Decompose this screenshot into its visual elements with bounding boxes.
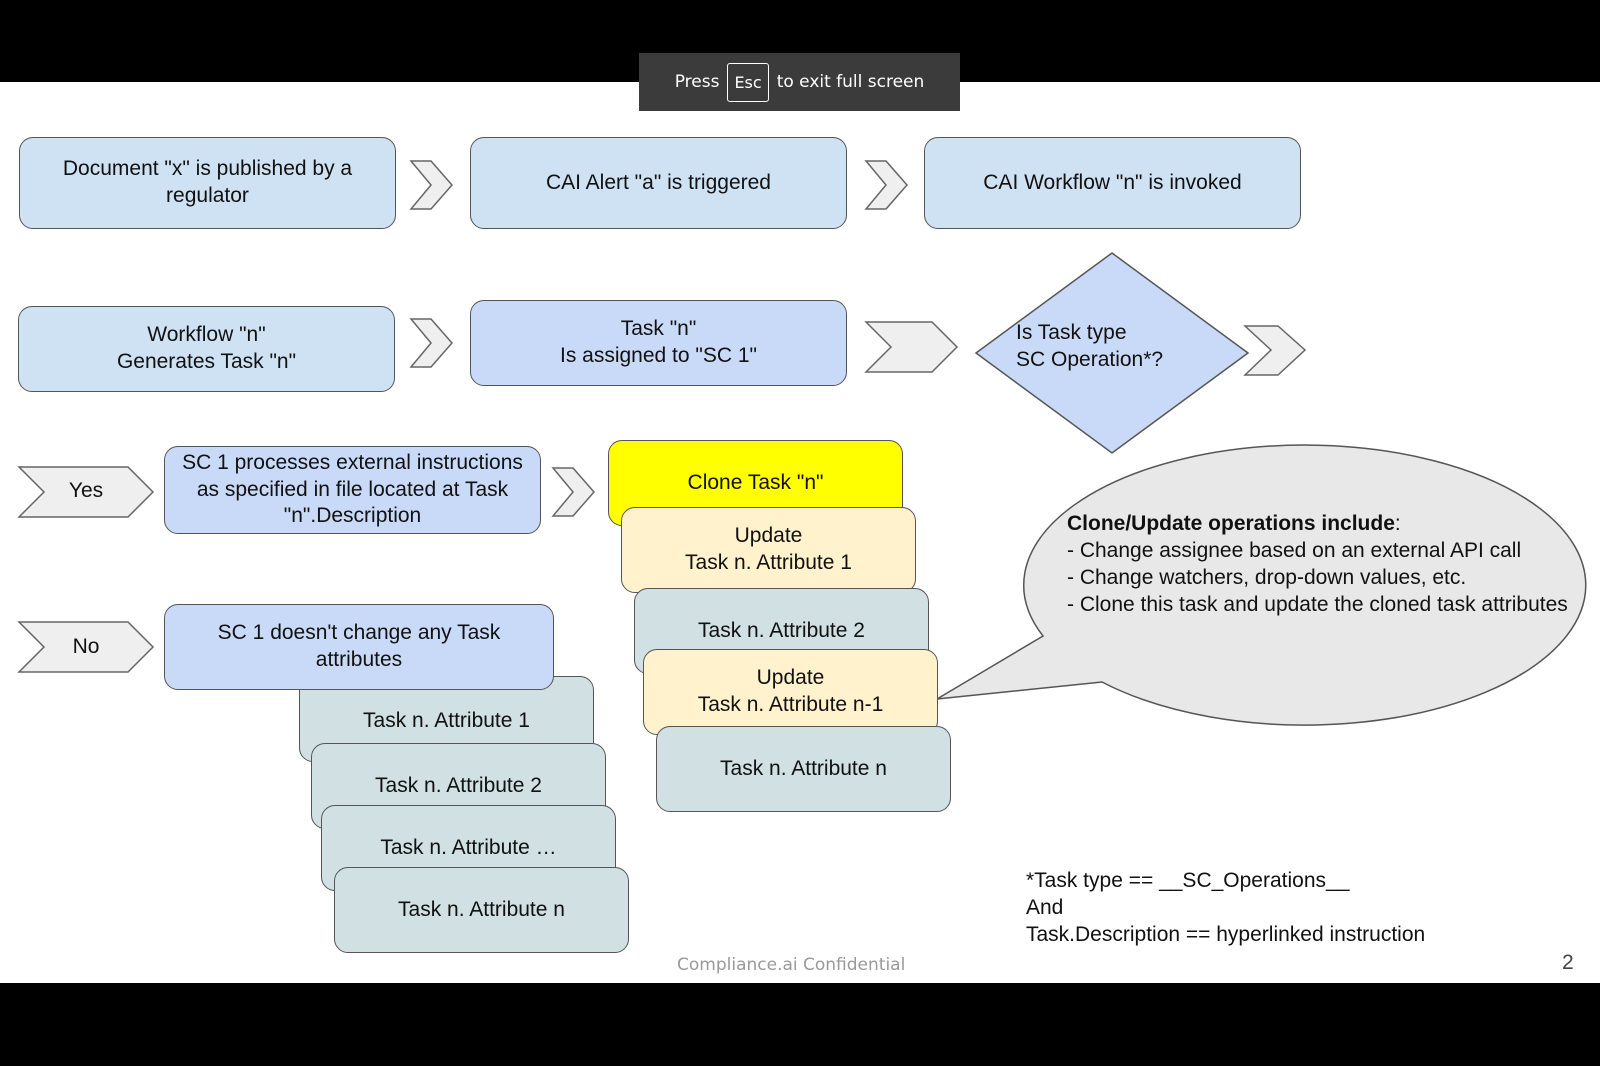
decision-label: Is Task type SC Operation*? bbox=[1016, 321, 1164, 372]
no-tag-shape bbox=[17, 621, 155, 673]
footnote-line-2: And bbox=[1026, 895, 1064, 919]
confidential-footer: Compliance.ai Confidential bbox=[677, 955, 906, 975]
step-alert-triggered: CAI Alert "a" is triggered bbox=[470, 137, 847, 229]
callout-item: - Change watchers, drop-down values, etc… bbox=[1067, 566, 1467, 590]
arrow-chevron-icon bbox=[409, 160, 453, 210]
callout-bubble bbox=[936, 444, 1587, 726]
no-attribute-n-box: Task n. Attribute n bbox=[334, 867, 629, 953]
yes-tag-shape bbox=[17, 466, 155, 518]
footnote-line-3: Task.Description == hyperlinked instruct… bbox=[1026, 922, 1426, 946]
no-label: No bbox=[72, 635, 100, 658]
presentation-slide: Document "x" is published by a regulator… bbox=[0, 82, 1600, 983]
step-generates-task: Workflow "n" Generates Task "n" bbox=[18, 306, 395, 392]
arrow-chevron-icon bbox=[1243, 325, 1307, 376]
callout-item: - Clone this task and update the cloned … bbox=[1067, 593, 1568, 617]
arrow-chevron-icon bbox=[864, 160, 908, 210]
arrow-chevron-icon bbox=[409, 318, 453, 368]
yes-process-step: SC 1 processes external instructions as … bbox=[164, 446, 541, 534]
no-process-step: SC 1 doesn't change any Task attributes bbox=[164, 604, 554, 690]
step-document-published: Document "x" is published by a regulator bbox=[19, 137, 396, 229]
footnote: *Task type == __SC_Operations__ And Task… bbox=[1026, 868, 1425, 949]
footnote-line-1: *Task type == __SC_Operations__ bbox=[1026, 869, 1350, 892]
attribute-n-box: Task n. Attribute n bbox=[656, 726, 951, 812]
step-task-assigned: Task "n" Is assigned to "SC 1" bbox=[470, 300, 847, 386]
arrow-chevron-icon bbox=[551, 467, 595, 517]
flow-shapes bbox=[17, 160, 1587, 726]
callout-text: Clone/Update operations include: - Chang… bbox=[1067, 510, 1600, 618]
exit-message: to exit full screen bbox=[776, 72, 925, 92]
callout-item: - Change assignee based on an external A… bbox=[1067, 539, 1522, 563]
callout-colon: : bbox=[1394, 512, 1401, 535]
callout-heading: Clone/Update operations include bbox=[1067, 512, 1395, 535]
update-attribute-1-box: Update Task n. Attribute 1 bbox=[621, 507, 916, 593]
fullscreen-notice: Press Esc to exit full screen bbox=[639, 53, 960, 111]
decision-diamond bbox=[974, 252, 1250, 454]
yes-label: Yes bbox=[68, 479, 104, 502]
press-text: Press bbox=[674, 72, 720, 92]
no-attribute-1-label: Task n. Attribute 1 bbox=[363, 708, 530, 732]
arrow-chevron-icon bbox=[864, 321, 959, 373]
esc-key: Esc bbox=[727, 62, 769, 102]
page-number: 2 bbox=[1562, 951, 1574, 974]
callout-heading-line: Clone/Update operations include: bbox=[1067, 510, 1600, 537]
step-workflow-invoked: CAI Workflow "n" is invoked bbox=[924, 137, 1301, 229]
update-attribute-n1-box: Update Task n. Attribute n-1 bbox=[643, 649, 938, 735]
